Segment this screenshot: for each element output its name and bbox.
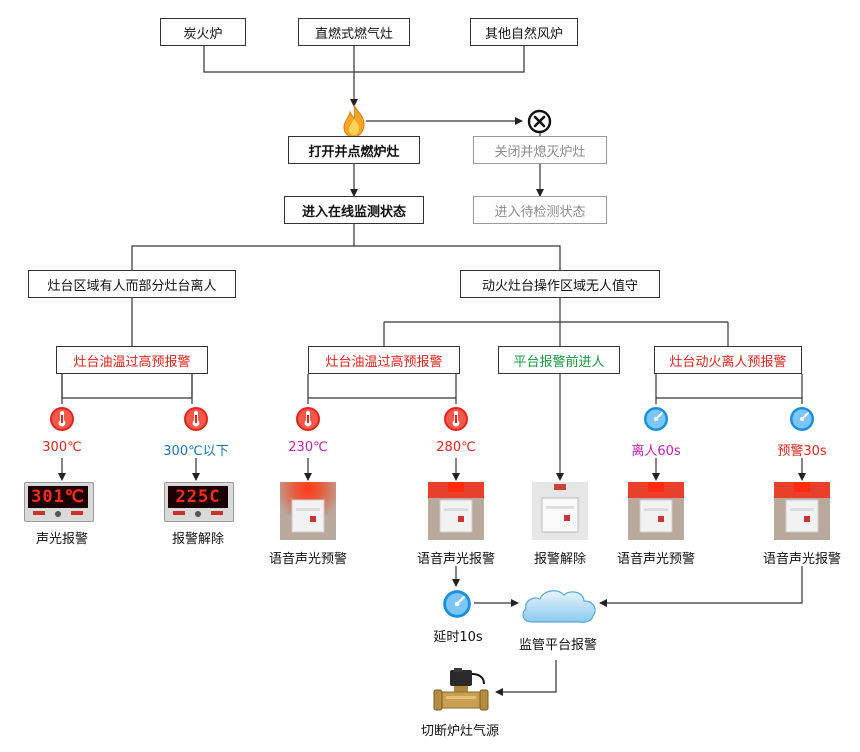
result-label: 报警解除 [533, 552, 587, 567]
cloud-icon [522, 590, 596, 623]
flame-icon [343, 104, 365, 138]
right-branch-box: 动火灶台操作区域无人值守 [460, 270, 660, 298]
result-label: 语音声光报警 [762, 552, 842, 567]
thermometer-icon [50, 407, 74, 431]
delay-label: 延时10s [433, 630, 483, 645]
led-indicators [28, 511, 88, 518]
temperature-display-device: 225C [164, 482, 234, 522]
temp-label-below-300: 300℃以下 [163, 444, 229, 459]
timer-icon [644, 407, 668, 431]
fire-unattended-alarm-box: 灶台动火离人预报警 [654, 346, 802, 374]
close-stove-box: 关闭并熄灭炉灶 [473, 136, 607, 164]
right-oil-temp-alarm-box: 灶台油温过高预报警 [308, 346, 460, 374]
timer-icon [790, 407, 814, 431]
alarm-device-photo [774, 482, 830, 540]
result-label: 声光报警 [35, 532, 89, 547]
alarm-device-photo [280, 482, 336, 540]
thermometer-icon [296, 407, 320, 431]
cutoff-gas-label: 切断炉灶气源 [420, 724, 500, 739]
result-label: 报警解除 [171, 532, 225, 547]
source-natural-draft-stove: 其他自然风炉 [470, 18, 578, 46]
led-readout: 225C [168, 486, 228, 508]
solenoid-valve-icon [433, 668, 489, 711]
alarm-device-photo [532, 482, 588, 540]
source-gas-stove: 直燃式燃气灶 [298, 18, 410, 46]
temp-label-230: 230℃ [288, 440, 328, 455]
alarm-device-photo [628, 482, 684, 540]
source-charcoal-stove: 炭火炉 [160, 18, 246, 46]
temperature-display-device: 301℃ [24, 482, 94, 522]
alarm-device-photo [428, 482, 484, 540]
led-indicators [168, 511, 228, 518]
result-label: 语音声光预警 [268, 552, 348, 567]
timer-icon [443, 590, 471, 618]
left-branch-box: 灶台区域有人而部分灶台离人 [28, 270, 236, 298]
leave-60s-label: 离人60s [631, 444, 681, 459]
led-readout: 301℃ [28, 486, 88, 508]
online-monitor-box: 进入在线监测状态 [284, 196, 424, 224]
temp-label-300: 300℃ [42, 440, 82, 455]
platform-alarm-label: 监管平台报警 [518, 638, 598, 653]
standby-box: 进入待检测状态 [473, 196, 607, 224]
prewarn-30s-label: 预警30s [777, 444, 827, 459]
platform-alert-box: 平台报警前进人 [498, 346, 620, 374]
thermometer-icon [184, 407, 208, 431]
ignite-stove-box: 打开并点燃炉灶 [288, 136, 420, 164]
left-oil-temp-alarm-box: 灶台油温过高预报警 [56, 346, 208, 374]
result-label: 语音声光预警 [616, 552, 696, 567]
thermometer-icon [444, 407, 468, 431]
temp-label-280: 280℃ [436, 440, 476, 455]
close-circle-icon [527, 109, 552, 134]
result-label: 语音声光报警 [416, 552, 496, 567]
